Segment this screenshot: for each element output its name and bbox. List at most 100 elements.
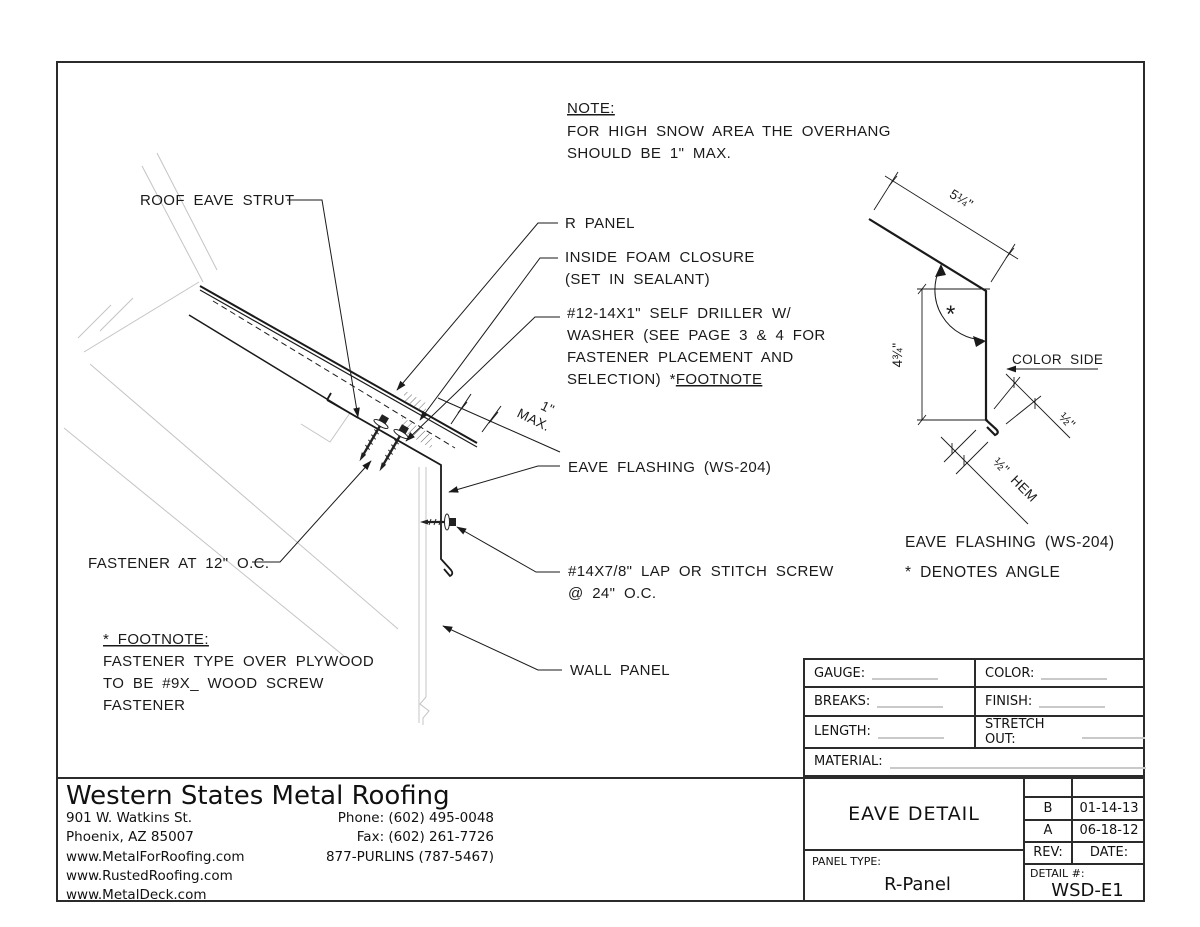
leader-roof-eave-strut (287, 199, 360, 418)
company-address1: 901 W. Watkins St. (66, 810, 193, 826)
leader-eave-flashing (448, 465, 560, 493)
rev-a-date: 06-18-12 (1079, 823, 1139, 839)
face-dimension (917, 283, 990, 426)
sheet-border (56, 61, 1145, 902)
hem-dimension (940, 429, 1029, 525)
company-tollfree: 877-PURLINS (787-5467) (325, 848, 494, 865)
company-address2: Phoenix, AZ 85007 (66, 829, 194, 846)
label-eave-flashing: EAVE FLASHING (WS-204) (568, 459, 771, 476)
rev-b-date: 01-14-13 (1079, 800, 1139, 816)
label-stitch-line2: @ 24" O.C. (568, 585, 656, 602)
length-blank (877, 725, 944, 739)
breaks-blank (877, 694, 944, 709)
note-line1: FOR HIGH SNOW AREA THE OVERHANG (567, 123, 891, 140)
rev-row-empty (1025, 779, 1145, 799)
spec-row-material: MATERIAL: (805, 749, 1146, 775)
spec-row-3: LENGTH: STRETCH OUT: (805, 716, 1145, 749)
stitch-screw (420, 513, 456, 531)
color-cell: COLOR: (976, 660, 1145, 686)
label-driller-line4: SELECTION) *FOOTNOTE (567, 371, 762, 388)
panel-type-value: R-Panel (884, 874, 951, 895)
rev-label: REV: (1025, 842, 1073, 863)
label-driller-line4-footnote: FOOTNOTE (676, 371, 763, 388)
roof-panel-lines (188, 285, 478, 449)
label-foam-line2: (SET IN SEALANT) (565, 271, 710, 288)
leader-lines (252, 199, 562, 671)
rev-header-row: REV: DATE: (1025, 842, 1145, 865)
label-driller-line2: WASHER (SEE PAGE 3 & 4 FOR (567, 327, 826, 344)
panel-type-cell: PANEL TYPE: R-Panel (805, 851, 1023, 901)
label-driller-line3: FASTENER PLACEMENT AND (567, 349, 794, 366)
footnote-line2: TO BE #9X_ WOOD SCREW (103, 675, 324, 692)
length-cell: LENGTH: (805, 716, 976, 747)
company-web3: www.MetalDeck.com (66, 887, 207, 904)
finish-blank (1039, 694, 1106, 709)
overhang-dimension (437, 393, 561, 453)
rev-b: B (1025, 798, 1073, 819)
detail-caption-line1: EAVE FLASHING (WS-204) (905, 534, 1114, 551)
flange-dim-text: 5¼" (947, 186, 976, 212)
background-lines (63, 152, 430, 725)
spec-row-2: BREAKS: FINISH: (805, 688, 1145, 717)
company-contact: Phone: (602) 495-0048 Fax: (602) 261-772… (286, 809, 494, 867)
label-wall-panel: WALL PANEL (570, 662, 670, 679)
kick-dim-text: ½" (1056, 410, 1079, 433)
rev-row-b: B 01-14-13 (1025, 798, 1145, 821)
company-block: Western States Metal Roofing 901 W. Watk… (56, 777, 803, 903)
detail-number-label: DETAIL #: (1030, 866, 1085, 880)
material-cell: MATERIAL: (805, 749, 1146, 775)
finish-label: FINISH: (985, 693, 1033, 709)
leader-wall-panel (442, 625, 562, 671)
rev-empty-c1 (1025, 779, 1073, 797)
footnote-line3: FASTENER (103, 697, 185, 714)
length-label: LENGTH: (814, 724, 871, 740)
company-phone: Phone: (602) 495-0048 (337, 810, 494, 826)
leader-foam-closure (419, 257, 558, 421)
rev-a: A (1025, 820, 1073, 841)
spec-table: GAUGE: COLOR: BREAKS: FINISH: LENGTH: ST… (803, 658, 1146, 777)
label-r-panel: R PANEL (565, 215, 635, 232)
company-fax: Fax: (602) 261-7726 (356, 829, 494, 846)
label-driller-line4-prefix: SELECTION) * (567, 371, 676, 388)
stretch-out-label: STRETCH OUT: (985, 716, 1045, 747)
breaks-label: BREAKS: (814, 693, 871, 709)
self-driller-screw-1 (359, 414, 389, 462)
label-roof-eave-strut: ROOF EAVE STRUT (140, 192, 295, 209)
overhang-dim-value: 1" (538, 398, 556, 417)
footnote-line1: FASTENER TYPE OVER PLYWOOD (103, 653, 374, 670)
revision-table: B 01-14-13 A 06-18-12 REV: DATE: DETAIL … (1025, 779, 1145, 901)
spec-row-1: GAUGE: COLOR: (805, 660, 1145, 689)
rev-empty-c2 (1073, 779, 1145, 796)
drawing-title: EAVE DETAIL (805, 779, 1023, 851)
gauge-label: GAUGE: (814, 665, 866, 681)
angle-asterisk: * (946, 301, 956, 328)
note-heading: NOTE: (567, 100, 615, 117)
panel-type-label: PANEL TYPE: (812, 855, 881, 868)
company-web2: www.RustedRoofing.com (66, 867, 233, 884)
company-web1: www.MetalForRoofing.com (66, 848, 245, 865)
gauge-cell: GAUGE: (805, 660, 976, 687)
color-blank (1041, 666, 1108, 681)
leader-self-driller (405, 316, 560, 442)
date-label: DATE: (1089, 845, 1129, 861)
color-label: COLOR: (985, 665, 1035, 681)
stretch-out-cell: STRETCH OUT: (976, 717, 1145, 747)
title-block: EAVE DETAIL PANEL TYPE: R-Panel B 01-14-… (803, 777, 1145, 901)
leader-fastener (252, 460, 372, 563)
hem-dim-text: ½" HEM (990, 455, 1040, 505)
finish-cell: FINISH: (976, 688, 1145, 714)
label-driller-line1: #12-14X1" SELF DRILLER W/ (567, 305, 792, 322)
kick-dimension (993, 373, 1071, 439)
detail-number: WSD-E1 (1051, 879, 1124, 901)
leader-stitch-screw (456, 526, 560, 573)
footnote-heading: * FOOTNOTE: (103, 631, 209, 648)
detail-number-cell: DETAIL #: WSD-E1 (1025, 865, 1145, 901)
rev-row-a: A 06-18-12 (1025, 820, 1145, 843)
material-blank (889, 755, 1146, 769)
foam-closure-hatch (402, 390, 432, 449)
stretch-out-blank (1081, 725, 1145, 739)
label-fastener: FASTENER AT 12" O.C. (88, 555, 269, 572)
company-address: 901 W. Watkins St. Phoenix, AZ 85007 www… (66, 809, 245, 905)
